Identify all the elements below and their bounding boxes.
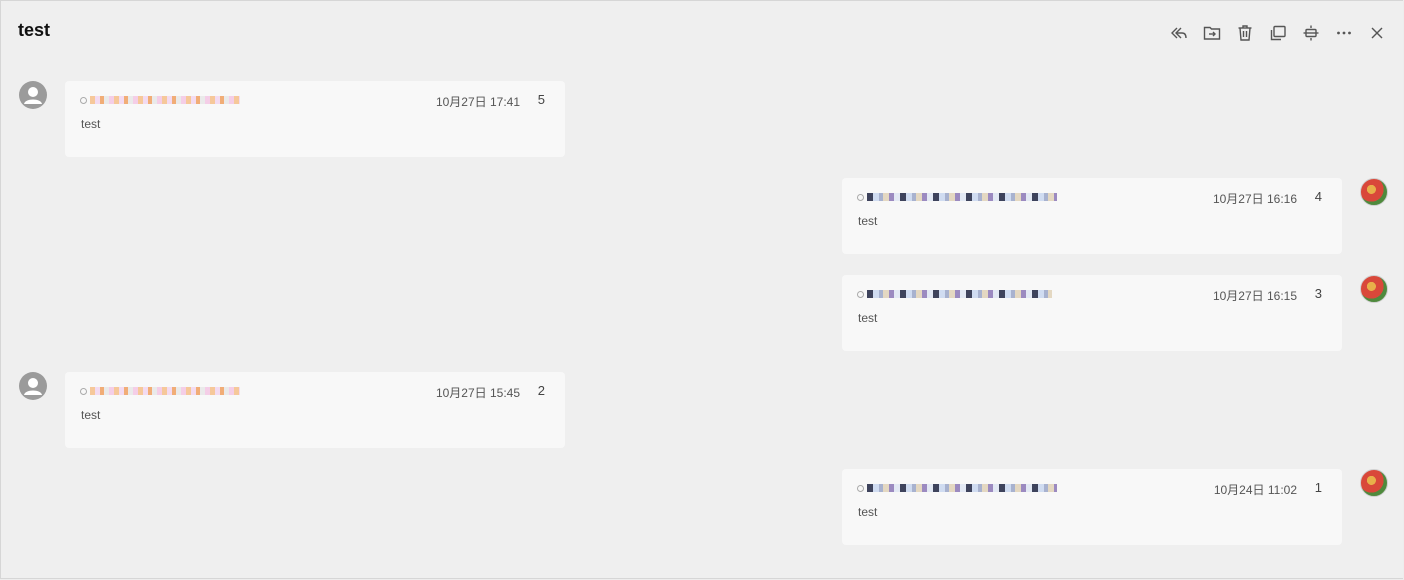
reply-all-button[interactable]	[1166, 20, 1192, 46]
redacted-sender	[90, 387, 240, 395]
status-ring	[80, 387, 87, 395]
redacted-sender	[90, 96, 240, 104]
sender-address	[80, 93, 240, 107]
delete-button[interactable]	[1232, 20, 1258, 46]
status-ring	[857, 484, 864, 492]
message-body: test	[858, 214, 878, 228]
toolbar	[1166, 20, 1390, 46]
message-index: 4	[1314, 189, 1322, 204]
reply-all-icon	[1171, 27, 1187, 39]
sender-avatar[interactable]	[19, 372, 47, 400]
new-window-icon	[1270, 25, 1286, 41]
redacted-sender	[867, 193, 1057, 201]
message-card[interactable]: 10月27日 16:15 3 test	[842, 275, 1342, 351]
sender-address	[857, 481, 1057, 495]
redacted-sender	[867, 484, 1057, 492]
message-body: test	[81, 408, 101, 422]
message-body: test	[81, 117, 101, 131]
user-icon	[24, 378, 42, 395]
split-view-icon	[1303, 25, 1319, 41]
redacted-sender	[867, 290, 1052, 298]
status-ring	[857, 290, 864, 298]
user-icon	[24, 87, 42, 104]
sender-address	[857, 190, 1057, 204]
conversation-title: test	[18, 20, 51, 40]
message-time: 10月27日 16:16	[1212, 192, 1297, 206]
message-index: 1	[1314, 480, 1322, 495]
message-time: 10月27日 17:41	[435, 95, 520, 109]
open-in-new-window-button[interactable]	[1265, 20, 1291, 46]
own-avatar[interactable]	[1360, 178, 1388, 206]
sender-address	[857, 287, 1052, 301]
delete-icon	[1238, 25, 1252, 41]
message-card[interactable]: 10月27日 16:16 4 test	[842, 178, 1342, 254]
message-index: 2	[537, 383, 545, 398]
message-card[interactable]: 10月27日 15:45 2 test	[65, 372, 565, 448]
message-index: 3	[1314, 286, 1322, 301]
message-time: 10月27日 15:45	[435, 386, 520, 400]
more-icon	[1337, 31, 1351, 35]
own-avatar[interactable]	[1360, 275, 1388, 303]
message-index: 5	[537, 92, 545, 107]
more-options-button[interactable]	[1331, 20, 1357, 46]
move-to-folder-button[interactable]	[1199, 20, 1225, 46]
message-time: 10月27日 16:15	[1212, 289, 1297, 303]
close-button[interactable]	[1364, 20, 1390, 46]
close-icon	[1371, 27, 1383, 39]
move-to-folder-icon	[1203, 26, 1221, 40]
sender-address	[80, 384, 240, 398]
conversation-header: test	[0, 0, 1404, 64]
message-card[interactable]: 10月27日 17:41 5 test	[65, 81, 565, 157]
sender-avatar[interactable]	[19, 81, 47, 109]
message-card[interactable]: 10月24日 11:02 1 test	[842, 469, 1342, 545]
status-ring	[80, 96, 87, 104]
message-body: test	[858, 505, 878, 519]
message-body: test	[858, 311, 878, 325]
message-time: 10月24日 11:02	[1213, 483, 1297, 497]
split-view-button[interactable]	[1298, 20, 1324, 46]
own-avatar[interactable]	[1360, 469, 1388, 497]
status-ring	[857, 193, 864, 201]
